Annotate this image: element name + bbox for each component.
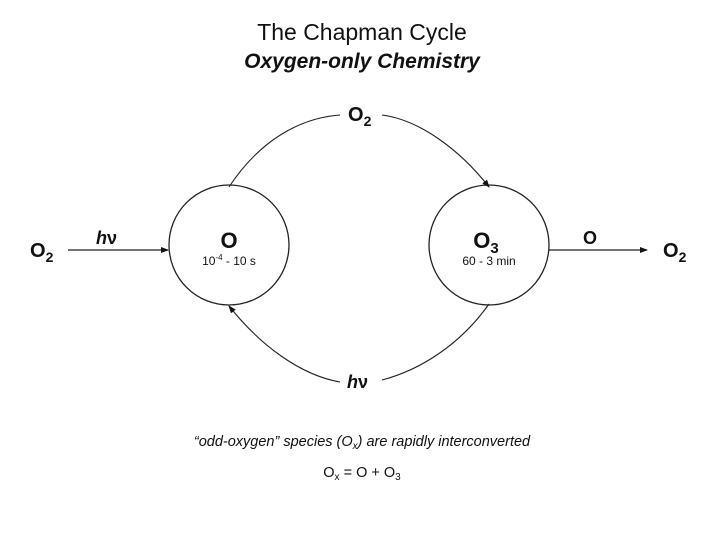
ozone-lifetime: 60 - 3 min (462, 254, 515, 268)
bottom-photon-label: hν (347, 372, 368, 392)
odd-oxygen-note: “odd-oxygen” species (Ox) are rapidly in… (194, 434, 531, 452)
o-atom-lifetime: 10-4 - 10 s (202, 253, 256, 268)
right-o-reactant-label: O (583, 228, 597, 248)
o-atom-label: O (220, 228, 237, 253)
left-photon-label: hν (96, 228, 117, 248)
left-o2-label: O2 (30, 240, 54, 265)
diagram-title: The Chapman Cycle (257, 19, 467, 45)
top-o2-label: O2 (348, 104, 372, 129)
diagram-subtitle: Oxygen-only Chemistry (244, 50, 481, 73)
ozone-label: O3 (473, 228, 498, 257)
bottom-arc-arrow (229, 304, 489, 382)
odd-oxygen-equation: Ox = O + O3 (323, 465, 401, 483)
right-o2-label: O2 (663, 240, 687, 265)
